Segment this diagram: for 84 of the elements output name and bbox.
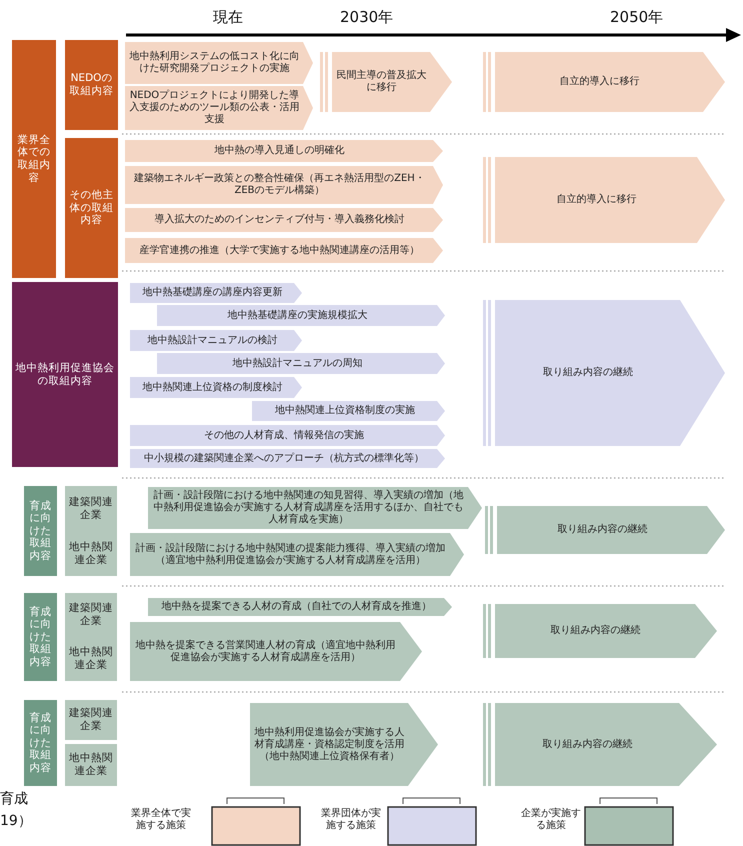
category-box [65, 593, 117, 681]
roadmap-step-box [130, 330, 302, 351]
roadmap-step-box [148, 487, 482, 529]
step-text: 取り組み内容の継続 [558, 524, 648, 536]
category-box [65, 138, 118, 278]
step-text: 地中熱設計マニュアルの検討 [148, 334, 278, 346]
step-text: 自立的導入に移行 [560, 76, 640, 88]
roadmap-step-box [250, 703, 438, 786]
step-text: 自立的導入に移行 [556, 194, 636, 206]
step-text: 地中熱設計マニュアルの周知 [232, 358, 362, 370]
step-text: 計画・設計段階における地中熱関連の提案能力獲得、導入実績の増加（適宜地中熱利用促進協会が実施する人材育成講座を活用） [134, 542, 446, 566]
roadmap-step-box [130, 533, 464, 576]
step-text: 地中熱基礎講座の講座内容更新 [142, 287, 282, 299]
roadmap-step-box [125, 208, 443, 232]
roadmap-step-box [125, 166, 443, 204]
roadmap-step-box [130, 622, 422, 681]
step-text: 導入拡大のためのインセンティブ付与・導入義務化検討 [154, 214, 404, 226]
step-text: その他の人材育成、情報発信の実施 [204, 430, 364, 442]
category-box [12, 282, 118, 467]
category-box [24, 700, 57, 786]
roadmap-step-box [483, 703, 717, 786]
category-box [24, 486, 57, 576]
category-label: 地中熱関連企業 [68, 752, 114, 778]
legend-label: 業界全体で実施する施策 [130, 808, 192, 831]
category-label: 建築関連企業 [68, 707, 114, 733]
step-text: 地中熱を提案できる人材の育成（自社での人材育成を推進） [162, 601, 432, 613]
category-box [65, 700, 117, 740]
cut-off-text: 育成 [0, 790, 28, 808]
step-text: 地中熱利用システムの低コスト化に向けた研究開発プロジェクトの実施 [129, 51, 300, 75]
roadmap-step-box [320, 52, 452, 112]
roadmap-step-box [483, 604, 717, 658]
category-label: 建築関連企業 [68, 496, 114, 522]
step-text: 建築物エネルギー政策との整合性確保（再エネ熱活用型のZEH・ZEBのモデル構築） [133, 173, 426, 197]
timeline-label: 現在 [213, 8, 243, 27]
category-box [65, 744, 117, 786]
category-box [24, 593, 57, 681]
step-text: 中小規模の建築関連企業へのアプローチ（杭方式の標準化等） [144, 452, 424, 464]
category-label: 育成に向けた取組内容 [28, 712, 52, 774]
roadmap-step-box [485, 506, 725, 554]
step-text: NEDOプロジェクトにより開発した導入支援のためのツール類の公表・活用支援 [129, 90, 300, 126]
roadmap-step-box [130, 283, 302, 303]
step-text: 取り組み内容の継続 [543, 367, 633, 379]
step-text: 産学官連携の推進（大学で実施する地中熱関連講座の活用等） [140, 244, 420, 256]
step-text: 取り組み内容の継続 [550, 625, 640, 637]
category-label: 地中熱関連企業 [68, 540, 114, 566]
category-label: 地中熱利用促進協会の取組内容 [14, 362, 116, 388]
step-text: 地中熱利用促進協会が実施する人材育成講座・資格認定制度を活用（地中熱関連上位資格保有者） [254, 726, 405, 762]
step-text: 取り組み内容の継続 [542, 738, 632, 750]
timeline-label: 2030年 [340, 8, 394, 27]
step-text: 地中熱関連上位資格の制度検討 [142, 382, 282, 394]
category-label: 建築関連企業 [68, 602, 114, 628]
roadmap-step-box [157, 353, 445, 374]
step-text: 民間主導の普及拡大に移行 [336, 70, 427, 94]
roadmap-step-box [125, 140, 443, 162]
category-box [65, 40, 118, 130]
category-box [12, 40, 56, 278]
category-label: 育成に向けた取組内容 [28, 606, 52, 668]
category-label: NEDOの取組内容 [68, 72, 114, 98]
roadmap-step-box [130, 449, 445, 468]
roadmap-step-box [483, 300, 725, 446]
roadmap-step-box [125, 86, 313, 130]
legend-label: 業界団体が実施する施策 [320, 808, 382, 831]
roadmap-step-box [130, 425, 445, 446]
category-box [65, 486, 117, 576]
roadmap-step-box [483, 52, 725, 112]
step-text: 計画・設計段階における地中熱関連の知見習得、導入実績の増加（地中熱利用促進協会が実施する人材育成講座を活用するほか、自社でも人材育成を実施） [152, 490, 464, 526]
roadmap-step-box [125, 238, 443, 263]
roadmap-step-box [157, 305, 445, 326]
category-label: その他主体の取組内容 [68, 189, 114, 227]
roadmap-step-box [483, 157, 725, 243]
step-text: 地中熱を提案できる営業関連人材の育成（適宜地中熱利用促進協会が実施する人材育成講座を活用） [134, 640, 396, 664]
cut-off-text: 19） [0, 812, 32, 830]
roadmap-step-box [252, 401, 445, 421]
timeline-label: 2050年 [610, 8, 664, 27]
roadmap-step-box [130, 377, 302, 398]
step-text: 地中熱関連上位資格制度の実施 [275, 405, 415, 417]
category-label: 業界全体での取組内容 [16, 134, 52, 184]
roadmap-step-box [148, 598, 452, 616]
category-label: 地中熱関連企業 [68, 646, 114, 672]
legend-label: 企業が実施する施策 [520, 808, 582, 831]
step-text: 地中熱基礎講座の実施規模拡大 [228, 310, 368, 322]
step-text: 地中熱の導入見通しの明確化 [214, 145, 344, 157]
category-label: 育成に向けた取組内容 [28, 500, 52, 562]
roadmap-step-box [125, 42, 313, 84]
